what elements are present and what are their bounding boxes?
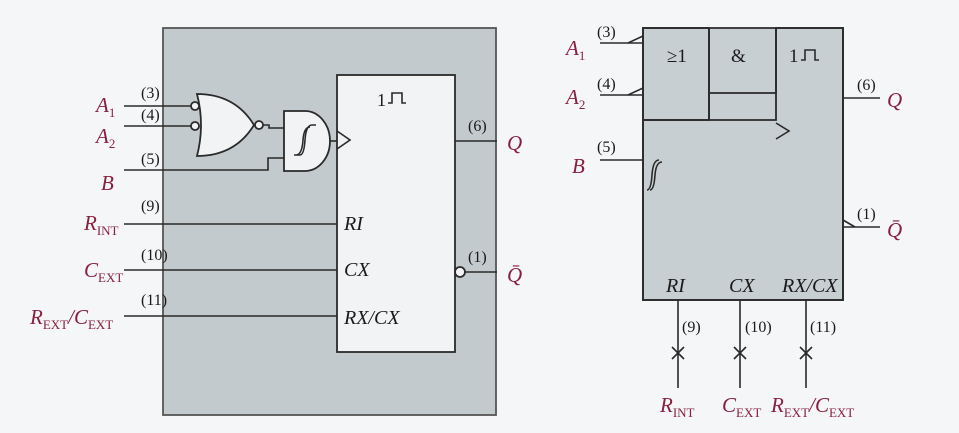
pin-6: (6) <box>857 77 876 94</box>
cx-label: CX <box>344 259 370 281</box>
a2-signal: A2 <box>564 85 585 112</box>
right-diagram: ≥1 & 1 RI CX RX/CX (3) (4) (5) (6) (1) (… <box>564 24 902 420</box>
a1-signal: A1 <box>564 36 585 63</box>
pulse-icon <box>388 92 406 104</box>
a2-polarity-indicator <box>627 87 644 96</box>
a1-polarity-indicator <box>627 35 644 44</box>
rxcx-label: RX/CX <box>781 275 838 297</box>
qbar-signal: Q̄ <box>507 263 522 287</box>
pin-4: (4) <box>597 76 616 93</box>
rint-nonlogic-mark <box>671 346 685 360</box>
pulse-icon <box>801 49 819 61</box>
pin-1: (1) <box>857 206 876 223</box>
pin-9: (9) <box>682 319 701 336</box>
cx-label: CX <box>729 275 755 297</box>
or-to-and-wire <box>263 124 284 129</box>
b-wire <box>124 157 284 171</box>
b-signal: B <box>572 154 585 178</box>
pin-3: (3) <box>597 24 616 41</box>
cext-signal: CEXT <box>722 393 761 420</box>
and-qualifier: & <box>731 46 746 67</box>
a1-signal: A1 <box>94 93 115 120</box>
clock-input-icon <box>775 122 791 140</box>
pulse-count-label: 1 <box>789 46 799 67</box>
ieee-block <box>642 27 844 301</box>
pulse-count-label: 1 <box>377 90 386 110</box>
pin-6: (6) <box>468 118 487 135</box>
a2-invert-bubble <box>190 121 200 131</box>
or-qualifier: ≥1 <box>667 46 687 67</box>
cext-nonlogic-mark <box>733 346 747 360</box>
rext-cext-signal: REXT/CEXT <box>770 393 854 420</box>
a2-signal: A2 <box>94 124 115 151</box>
left-diagram: 1 RI CX RX/CX (3) (4) (5) (9) (10) (11) <box>29 27 522 416</box>
pin-11: (11) <box>810 319 836 336</box>
pin-10: (10) <box>745 319 772 336</box>
pin-5: (5) <box>597 139 616 156</box>
rint-signal: RINT <box>659 393 695 420</box>
pin-5: (5) <box>141 151 160 168</box>
and-gate <box>283 110 331 172</box>
header-bottom-divider <box>643 93 777 121</box>
b-signal: B <box>101 171 114 195</box>
ri-label: RI <box>343 213 364 235</box>
rext-cext-signal: REXT/CEXT <box>29 305 113 332</box>
q-signal: Q <box>887 88 902 112</box>
pin-11: (11) <box>141 292 167 309</box>
a1-invert-bubble <box>190 101 200 111</box>
pin-4: (4) <box>141 107 160 124</box>
or-output-bubble <box>254 120 264 130</box>
qbar-polarity-indicator <box>842 219 856 228</box>
or-gate <box>195 93 256 157</box>
q-signal: Q <box>507 131 522 155</box>
qbar-invert-bubble <box>454 266 466 278</box>
cext-signal: CEXT <box>84 258 123 285</box>
pin-1: (1) <box>468 249 487 266</box>
clock-input-icon <box>336 130 352 150</box>
rxcx-label: RX/CX <box>343 307 400 329</box>
schmitt-trigger-icon <box>294 124 316 156</box>
rext-cext-nonlogic-mark <box>799 346 813 360</box>
schmitt-trigger-icon <box>646 159 663 191</box>
ri-label: RI <box>665 275 686 297</box>
qbar-signal: Q̄ <box>887 218 902 242</box>
pin-9: (9) <box>141 198 160 215</box>
one-shot-block <box>336 74 456 353</box>
rint-signal: RINT <box>83 211 119 238</box>
pin-10: (10) <box>141 247 168 264</box>
pin-3: (3) <box>141 85 160 102</box>
